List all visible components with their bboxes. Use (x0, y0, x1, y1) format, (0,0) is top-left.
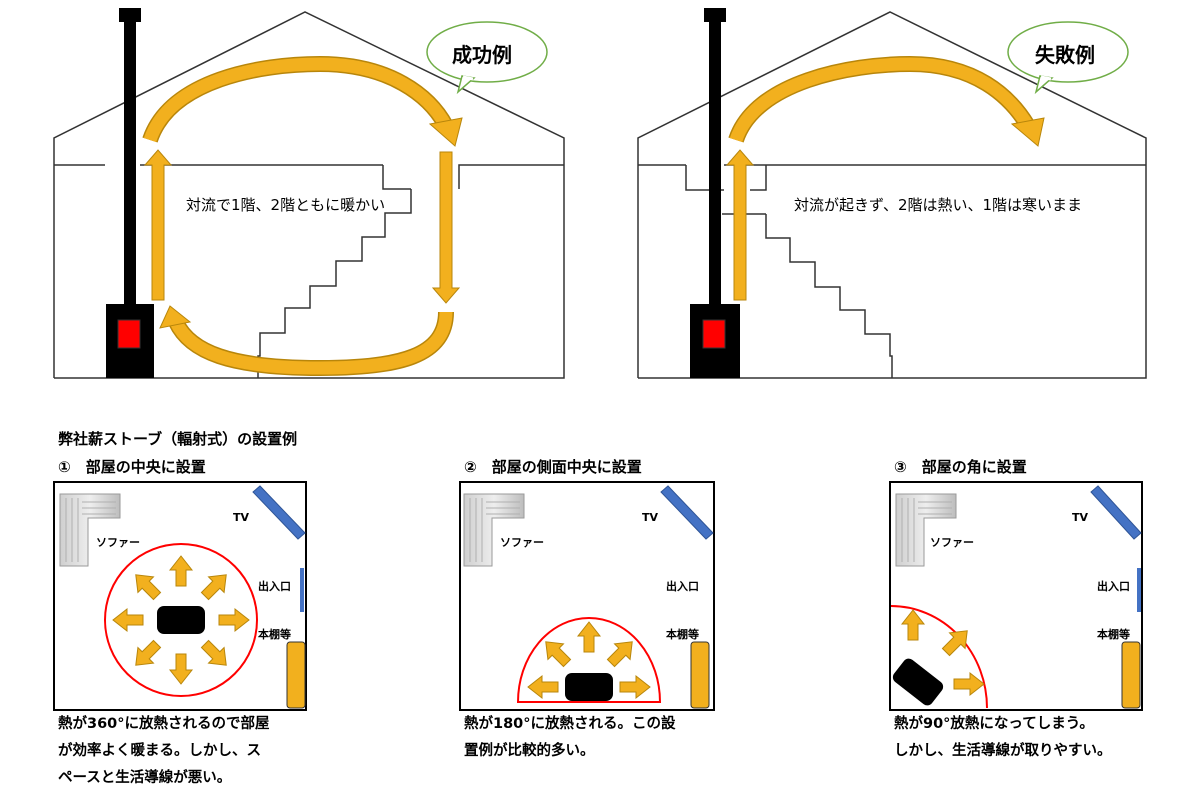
stove-fire (117, 319, 141, 349)
room-heading: ③ 部屋の角に設置 (894, 458, 1027, 476)
shelf-label: 本棚等 (666, 628, 699, 641)
tv-label: TV (233, 511, 250, 524)
chimney (124, 22, 136, 304)
stove-icon (565, 673, 613, 701)
room-corner (889, 481, 1143, 711)
room-heading: ② 部屋の側面中央に設置 (464, 458, 642, 476)
heat-range-circle (104, 543, 258, 697)
failure-caption: 対流が起きず、2階は熱い、1階は寒いまま (794, 196, 1083, 214)
door-icon (300, 568, 304, 612)
sofa-label: ソファー (500, 536, 544, 549)
room-center (53, 481, 307, 711)
section-title: 弊社薪ストーブ（輻射式）の設置例 (58, 430, 298, 448)
exit-label: 出入口 (666, 580, 699, 593)
failure-bubble (1007, 21, 1129, 83)
heat-range-half-circle (516, 617, 662, 703)
desc-line: が効率よく暖まる。しかし、ス (58, 743, 261, 759)
up-arrow (143, 149, 173, 301)
shelf-label: 本棚等 (1097, 628, 1130, 641)
room-description: 熱が90°放熱になってしまう。 しかし、生活導線が取りやすい。 (894, 711, 1112, 765)
success-bubble-label: 成功例 (452, 43, 512, 67)
bookshelf-icon (286, 641, 306, 709)
desc-line: しかし、生活導線が取りやすい。 (894, 743, 1112, 759)
down-arrow (431, 151, 461, 304)
room-heading: ① 部屋の中央に設置 (58, 458, 206, 476)
tv-icon (252, 485, 306, 540)
house-failure (637, 8, 1147, 379)
failure-bubble-label: 失敗例 (1035, 43, 1095, 67)
room-description: 熱が180°に放熱される。この設 置例が比較的多い。 (464, 711, 676, 765)
house-success (53, 8, 565, 379)
tv-label: TV (1072, 511, 1089, 524)
sofa-label: ソファー (930, 536, 974, 549)
success-bubble (426, 21, 548, 83)
sofa-label: ソファー (96, 536, 140, 549)
room-side (459, 481, 715, 711)
desc-line: 置例が比較的多い。 (464, 743, 595, 759)
shelf-label: 本棚等 (258, 628, 291, 641)
chimney-cap (119, 8, 141, 22)
bottom-curve-arrowhead (159, 305, 192, 329)
exit-label: 出入口 (1097, 580, 1130, 593)
stove-icon (157, 606, 205, 634)
top-curve-arrowhead (428, 117, 463, 147)
desc-line: ペースと生活導線が悪い。 (58, 770, 232, 786)
desc-line: 熱が360°に放熱されるので部屋 (58, 716, 270, 732)
desc-line: 熱が180°に放熱される。この設 (464, 716, 676, 732)
exit-label: 出入口 (258, 580, 291, 593)
stove-icon (892, 658, 944, 706)
room-description: 熱が360°に放熱されるので部屋 が効率よく暖まる。しかし、ス ペースと生活導線… (58, 711, 270, 792)
desc-line: 熱が90°放熱になってしまう。 (894, 716, 1094, 732)
success-caption: 対流で1階、2階ともに暖かい (186, 196, 386, 214)
tv-label: TV (642, 511, 659, 524)
